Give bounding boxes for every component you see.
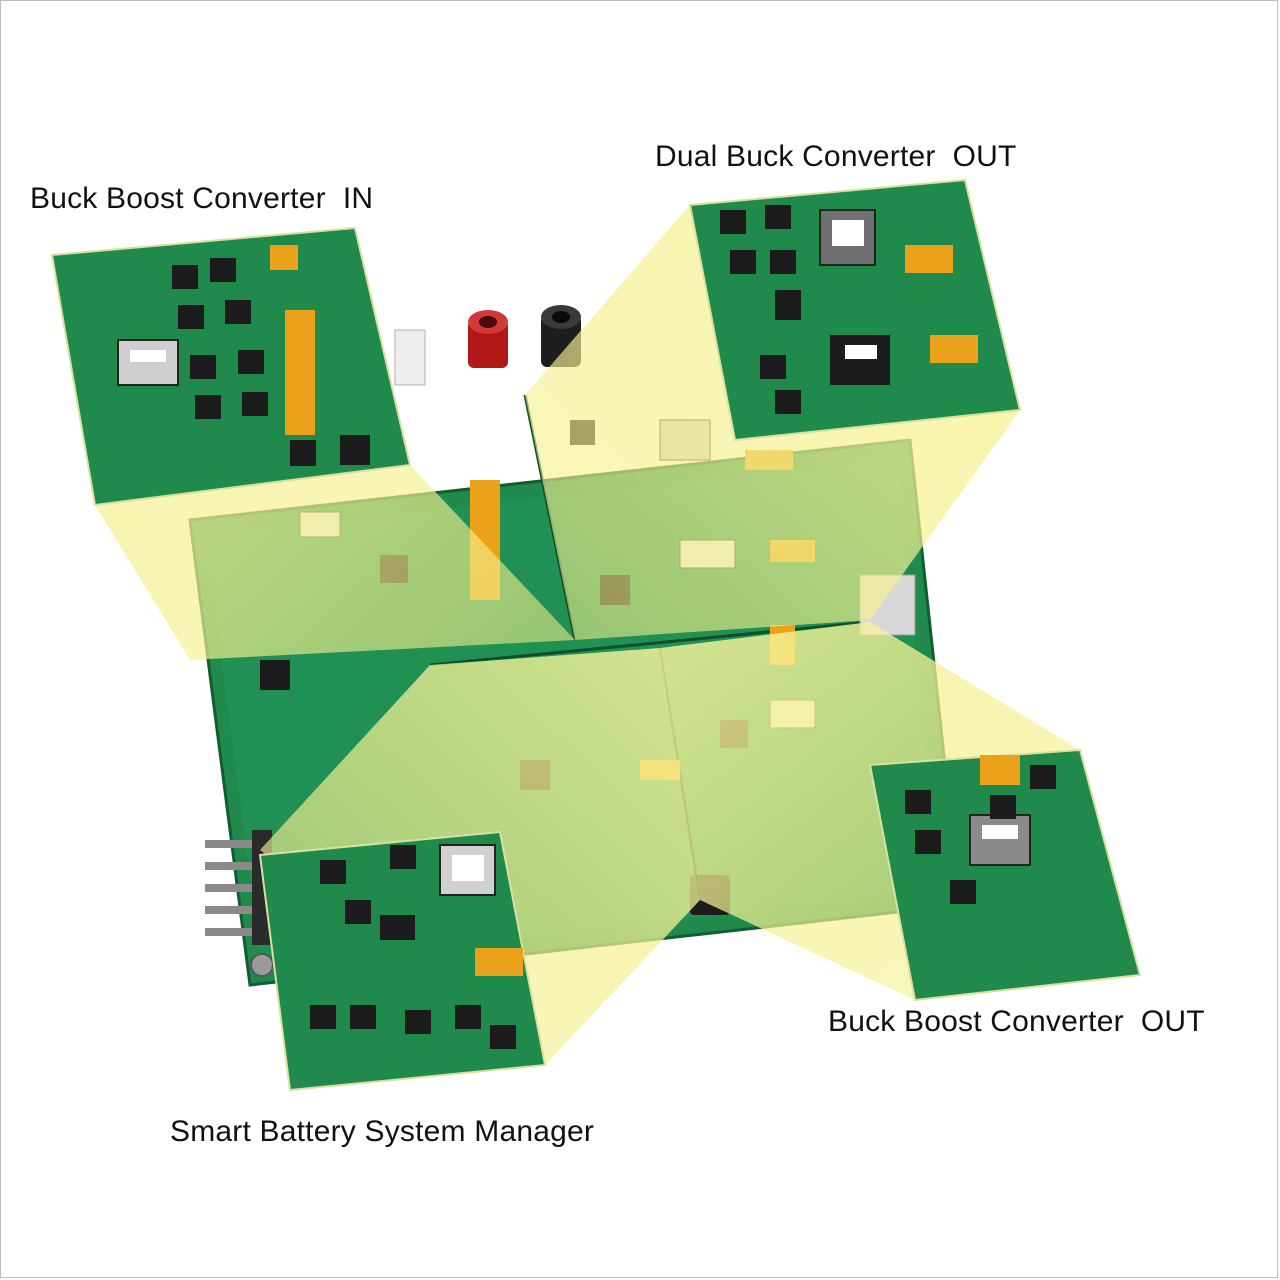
board-buck-boost-in [50, 226, 412, 507]
label-buck-boost-out: Buck Boost Converter OUT [828, 1005, 1205, 1038]
label-buck-boost-in: Buck Boost Converter IN [30, 182, 374, 215]
board-buck-boost-out [868, 748, 1142, 1002]
board-dual-buck-out [688, 178, 1022, 442]
board-smart-battery [258, 830, 547, 1092]
label-dual-buck-out: Dual Buck Converter OUT [655, 140, 1017, 173]
label-smart-battery: Smart Battery System Manager [170, 1115, 595, 1148]
